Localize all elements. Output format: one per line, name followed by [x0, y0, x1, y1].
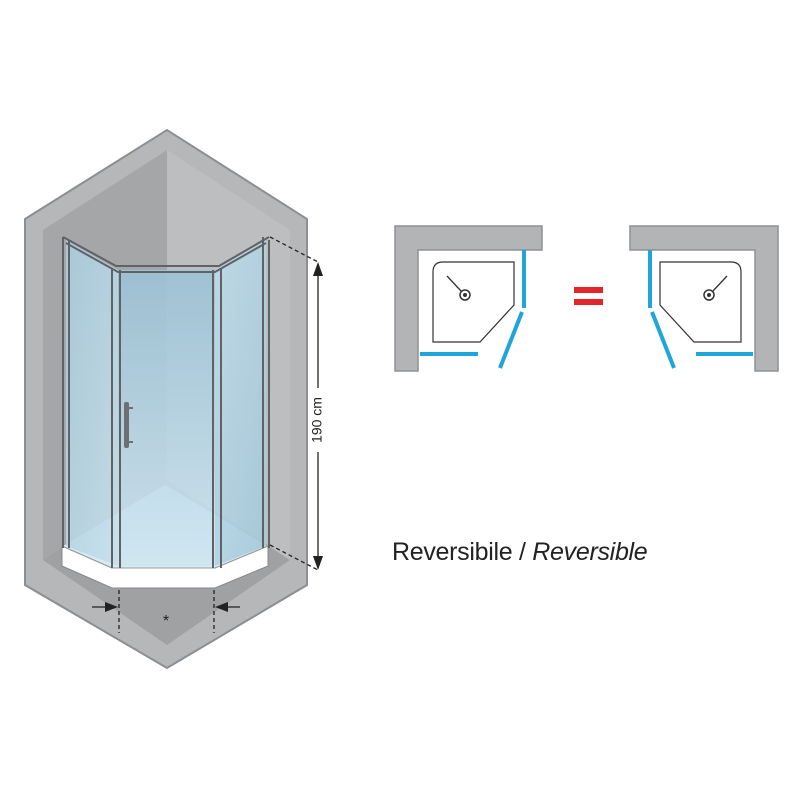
door-handle	[124, 402, 133, 448]
height-label: 190 cm	[309, 397, 325, 443]
plan-right-drain	[703, 275, 728, 301]
plan-left-profiles	[420, 250, 526, 369]
width-dimension	[92, 590, 240, 633]
plan-right-tray	[659, 261, 742, 343]
reversible-caption: Reversibile / Reversible	[392, 538, 648, 567]
caption-secondary: Reversible	[532, 538, 648, 566]
equals-sign	[574, 287, 603, 305]
enclosure-frames	[62, 236, 270, 568]
glass-panel-right	[215, 240, 266, 566]
width-label: *	[163, 613, 169, 630]
plan-view-left	[394, 225, 543, 372]
plan-left-walls	[394, 225, 543, 372]
plan-left-drain	[446, 275, 471, 301]
glass-door	[118, 270, 215, 566]
plan-view-right	[629, 225, 779, 372]
caption-separator: /	[512, 538, 533, 566]
glass-panel-left	[66, 240, 118, 566]
plan-right-profiles	[648, 250, 753, 369]
perspective-view: 190 cm *	[24, 128, 325, 670]
caption-primary: Reversibile	[392, 538, 513, 566]
height-dimension	[269, 236, 323, 571]
plan-left-tray	[432, 261, 515, 343]
plan-right-walls	[629, 225, 779, 372]
